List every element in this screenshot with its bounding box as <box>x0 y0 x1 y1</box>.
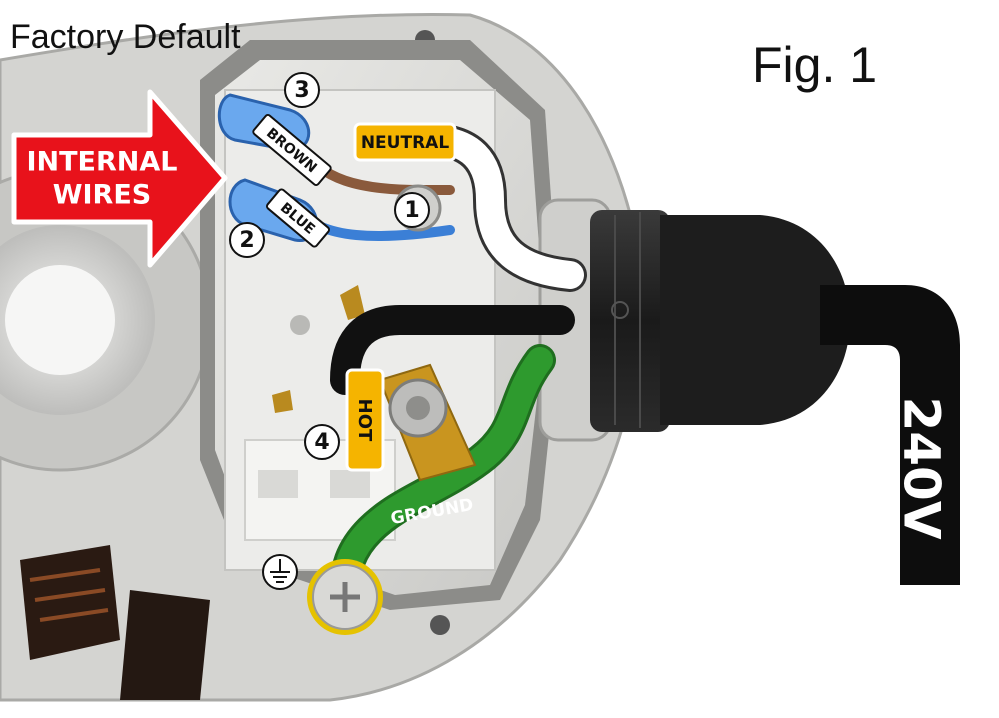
blue-wire-tag: BLUE <box>265 188 331 248</box>
ground-symbol-icon <box>262 554 298 590</box>
terminal-2-badge: 2 <box>229 222 265 258</box>
hot-terminal <box>378 363 477 482</box>
terminal-3-badge: 3 <box>284 72 320 108</box>
terminal-4-number: 4 <box>314 430 329 455</box>
terminal-1-badge: 1 <box>394 192 430 228</box>
voltage-label: 240V <box>893 396 951 539</box>
terminal-2-number: 2 <box>239 228 254 253</box>
figure-label: Fig. 1 <box>752 37 877 93</box>
terminal-4-badge: 4 <box>304 424 340 460</box>
neutral-wire-tag: NEUTRAL <box>353 122 457 162</box>
hot-wire-tag: HOT <box>345 368 385 472</box>
power-cable <box>820 285 960 585</box>
cable-gland <box>538 198 850 442</box>
terminal-1-number: 1 <box>404 198 419 223</box>
callout-line-1: INTERNAL <box>27 147 178 178</box>
page-title: Factory Default <box>10 18 241 56</box>
callout-line-2: WIRES <box>53 180 152 211</box>
neutral-label: NEUTRAL <box>361 133 449 153</box>
terminal-3-number: 3 <box>294 78 309 103</box>
hot-label: HOT <box>354 399 375 442</box>
ground-screw <box>307 559 383 635</box>
internal-wires-arrow: INTERNAL WIRES <box>11 89 228 268</box>
